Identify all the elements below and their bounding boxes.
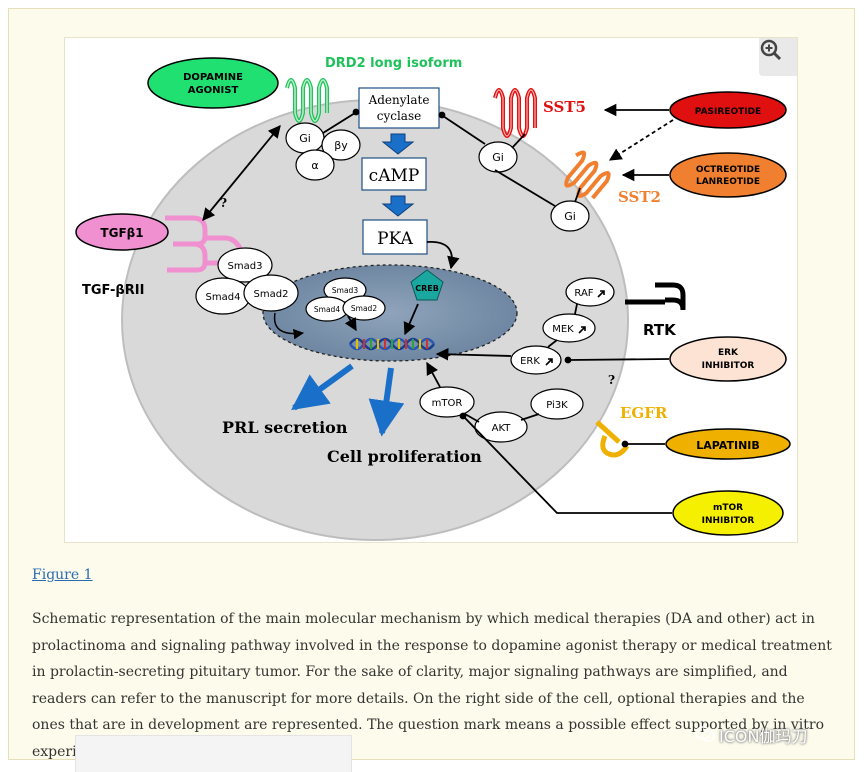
drd2-label: DRD2 long isoform bbox=[325, 56, 462, 71]
lapatinib-drug bbox=[665, 428, 791, 460]
gi-label-3: Gi bbox=[564, 210, 576, 223]
smad3-node bbox=[217, 247, 273, 283]
camp-box bbox=[361, 157, 427, 191]
tgfbrii-label: TGF-βRII bbox=[82, 283, 144, 298]
mtor-inhibitor-label-1: mTOR bbox=[713, 503, 743, 513]
arrow-camp-pka bbox=[381, 195, 415, 217]
pka-label: PKA bbox=[377, 229, 413, 249]
zoom-in-icon bbox=[760, 39, 782, 61]
lapatinib-label: LAPATINIB bbox=[696, 439, 760, 452]
creb-label: CREB bbox=[415, 284, 439, 293]
question-mark-1: ? bbox=[220, 196, 227, 210]
creb-node bbox=[410, 269, 444, 301]
egfr-receptor bbox=[595, 420, 630, 458]
adenylate-cyclase-box bbox=[358, 87, 440, 129]
nuclear-smad3-label: Smad3 bbox=[332, 286, 358, 295]
smad-to-nucleus-arrow bbox=[273, 312, 305, 340]
rtk-label: RTK bbox=[643, 321, 677, 339]
gi-label-1: Gi bbox=[299, 132, 311, 145]
wechat-icon bbox=[695, 726, 715, 746]
mtor-node bbox=[419, 386, 475, 418]
mek-node bbox=[542, 313, 596, 343]
prl-secretion-label: PRL secretion bbox=[222, 418, 348, 437]
dopamine-label-1: DOPAMINE bbox=[183, 72, 243, 83]
pi3k-node bbox=[530, 388, 584, 420]
adenylate-label-2: cyclase bbox=[377, 109, 421, 123]
sst2-label: SST2 bbox=[618, 188, 661, 206]
sst2-receptor bbox=[564, 150, 611, 200]
pi3k-label: Pi3K bbox=[546, 400, 568, 411]
overlay-tab bbox=[75, 735, 352, 772]
dna-helix bbox=[348, 337, 436, 351]
erk-inhibitor-label-1: ERK bbox=[718, 348, 739, 358]
cell-proliferation-label: Cell proliferation bbox=[327, 447, 482, 466]
gi-node-3 bbox=[550, 200, 590, 232]
camp-label: cAMP bbox=[369, 166, 420, 186]
raf-label: RAF bbox=[574, 288, 593, 299]
gi-label-2: Gi bbox=[492, 151, 504, 164]
erk-node bbox=[510, 345, 562, 375]
nuclear-smad4-label: Smad4 bbox=[314, 305, 340, 314]
arrow-to-prolif bbox=[368, 367, 405, 437]
sst5-label: SST5 bbox=[543, 98, 586, 116]
alpha-label: α bbox=[311, 159, 318, 172]
arrow-ac-camp bbox=[381, 133, 415, 155]
egfr-label: EGFR bbox=[620, 404, 668, 422]
mtor-inhibitor-label-2: INHIBITOR bbox=[702, 516, 755, 526]
figure-image[interactable]: DOPAMINE AGONIST PASIREOTIDE OCTREOTIDE … bbox=[64, 37, 798, 543]
question-mark-2: ? bbox=[608, 373, 615, 387]
smad4-label: Smad4 bbox=[206, 292, 241, 303]
octreotide-drug bbox=[669, 152, 787, 198]
akt-node bbox=[474, 411, 528, 443]
by-node bbox=[321, 129, 361, 161]
smad3-label: Smad3 bbox=[228, 261, 263, 272]
dopamine-label-2: AGONIST bbox=[188, 85, 239, 96]
octreotide-label-1: OCTREOTIDE bbox=[696, 165, 760, 175]
watermark-text: ICON伽玛刀 bbox=[719, 727, 808, 746]
figure-panel: DOPAMINE AGONIST PASIREOTIDE OCTREOTIDE … bbox=[8, 8, 855, 760]
nuclear-smad2-node bbox=[342, 295, 386, 321]
tgfb1-label: TGFβ1 bbox=[100, 226, 143, 240]
drd2-receptor-inner bbox=[286, 79, 328, 122]
figure-link[interactable]: Figure 1 bbox=[32, 567, 93, 583]
smad2-node bbox=[243, 274, 299, 312]
akt-label: AKT bbox=[492, 423, 512, 434]
raf-node bbox=[565, 277, 615, 307]
erk-inhibitor-label-2: INHIBITOR bbox=[702, 361, 755, 371]
pka-box bbox=[362, 219, 428, 255]
adenylate-label-1: Adenylate bbox=[368, 93, 430, 107]
erk-label: ERK bbox=[520, 356, 540, 367]
dopamine-agonist-drug bbox=[147, 57, 279, 109]
smad2-label: Smad2 bbox=[254, 289, 289, 300]
figure-caption: Schematic representation of the main mol… bbox=[32, 611, 832, 760]
octreotide-label-2: LANREOTIDE bbox=[696, 177, 760, 187]
alpha-node bbox=[295, 149, 335, 181]
by-label: βy bbox=[334, 139, 348, 152]
erk-inhibitor-drug bbox=[669, 336, 787, 382]
mtor-label: mTOR bbox=[432, 398, 463, 409]
tgfb1-ligand bbox=[75, 213, 169, 251]
zoom-button[interactable] bbox=[759, 38, 797, 76]
mtor-inhibitor-drug bbox=[672, 490, 784, 536]
signaling-diagram: DOPAMINE AGONIST PASIREOTIDE OCTREOTIDE … bbox=[75, 56, 791, 541]
watermark: ICON伽玛刀 bbox=[695, 723, 807, 747]
pasireotide-drug bbox=[669, 91, 787, 129]
nuclear-smad2-label: Smad2 bbox=[351, 304, 377, 313]
arrow-to-prl bbox=[291, 363, 354, 411]
mek-label: MEK bbox=[552, 324, 574, 335]
pasireotide-label: PASIREOTIDE bbox=[695, 107, 761, 117]
rtk-receptor bbox=[625, 282, 686, 311]
